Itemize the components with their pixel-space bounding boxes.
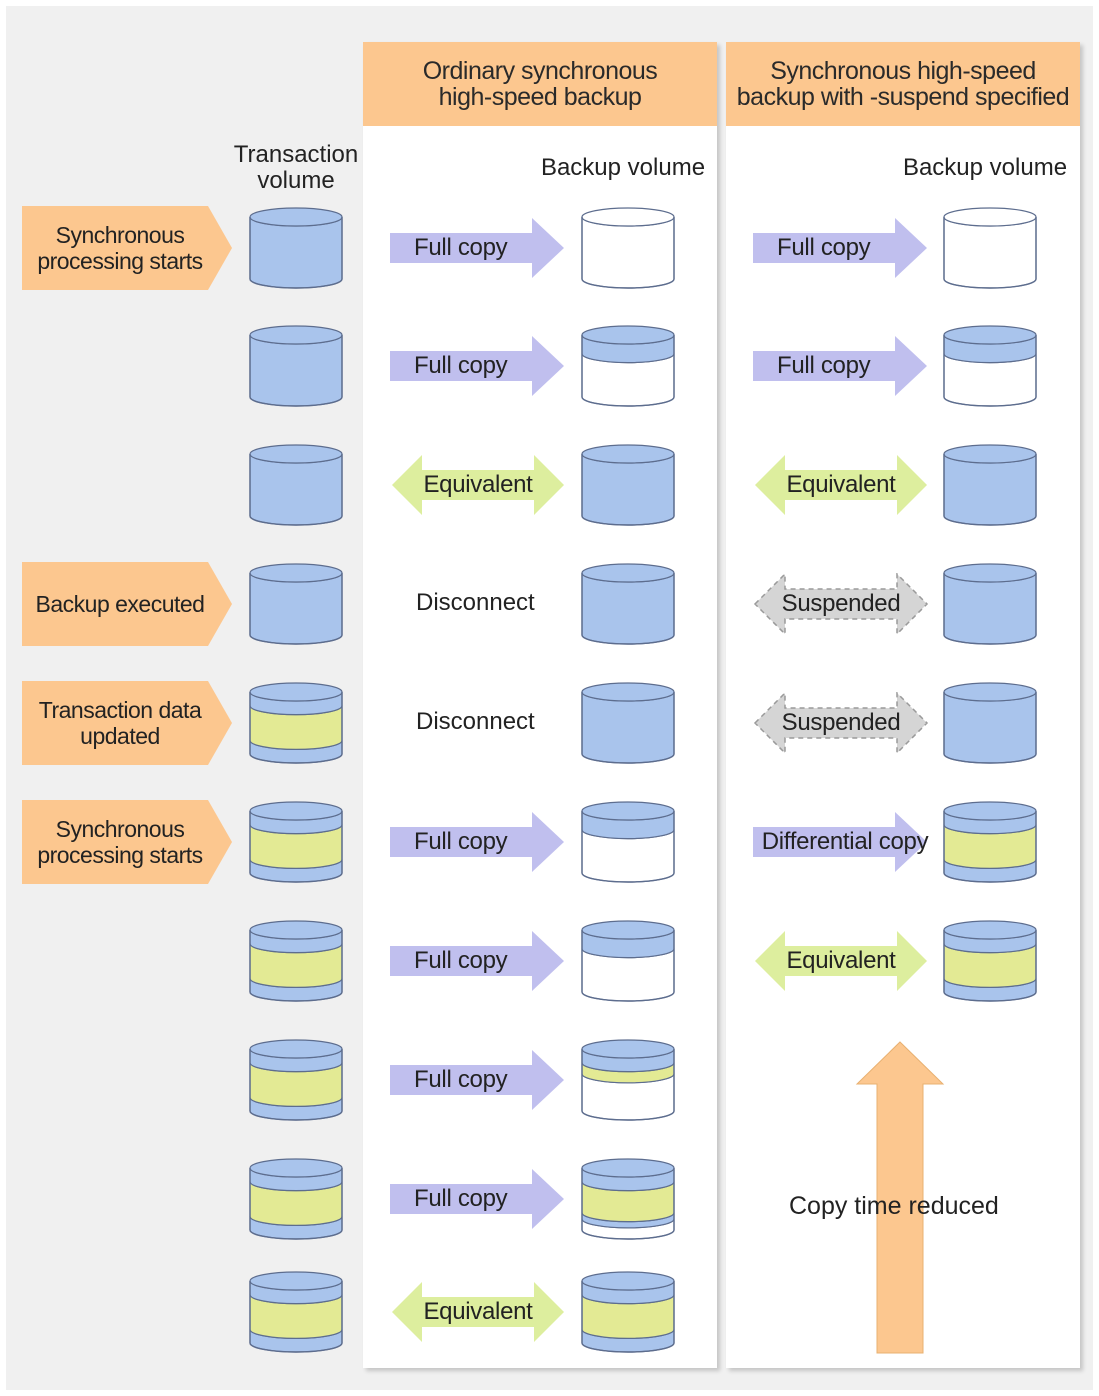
transaction-volume-8 (249, 1038, 343, 1127)
ordinary-column-title: Ordinary synchronous high-speed backup (363, 42, 717, 126)
suspend-suspended-label-5: Suspended (781, 709, 901, 736)
transaction-volume-1 (249, 206, 343, 295)
transaction-volume-7 (249, 919, 343, 1008)
ordinary-disconnect-label-5: Disconnect (416, 708, 535, 735)
ordinary-full-copy-label-6: Full copy (414, 828, 508, 855)
ordinary-backup-volume-6 (581, 800, 675, 889)
ordinary-full-copy-label-2: Full copy (414, 352, 508, 379)
copy-time-reduced-label: Copy time reduced (789, 1192, 999, 1220)
ordinary-full-copy-label-7: Full copy (414, 947, 508, 974)
suspend-backup-volume-4 (943, 562, 1037, 651)
transaction-volume-10 (249, 1270, 343, 1359)
transaction-volume-9 (249, 1157, 343, 1246)
transaction-volume-5 (249, 681, 343, 770)
transaction-volume-4 (249, 562, 343, 651)
ordinary-backup-volume-9 (581, 1157, 675, 1246)
ordinary-backup-volume-10 (581, 1270, 675, 1359)
ordinary-backup-volume-3 (581, 443, 675, 532)
ordinary-equivalent-label-3: Equivalent (423, 471, 533, 498)
suspend-backup-volume-5 (943, 681, 1037, 770)
transaction-volume-6 (249, 800, 343, 889)
ordinary-backup-volume-label: Backup volume (540, 154, 706, 181)
ordinary-full-copy-label-9: Full copy (414, 1185, 508, 1212)
ordinary-equivalent-label-10: Equivalent (423, 1298, 533, 1325)
suspend-backup-volume-6 (943, 800, 1037, 889)
transaction-volume-3 (249, 443, 343, 532)
suspend-equivalent-label-7: Equivalent (786, 947, 896, 974)
ordinary-backup-volume-4 (581, 562, 675, 651)
suspend-full-copy-label-2: Full copy (777, 352, 871, 379)
suspend-equivalent-label-3: Equivalent (786, 471, 896, 498)
suspend-column-title: Synchronous high-speed backup with -susp… (726, 42, 1080, 126)
ordinary-full-copy-label-8: Full copy (414, 1066, 508, 1093)
transaction-volume-label: Transaction volume (233, 141, 359, 194)
suspend-differential-label-6: Differential copy (761, 828, 929, 855)
event-label-text-2: Backup executed (35, 591, 205, 617)
ordinary-backup-volume-1 (581, 206, 675, 295)
suspend-backup-volume-3 (943, 443, 1037, 532)
copy-time-reduced-arrow (855, 1040, 945, 1361)
ordinary-backup-volume-8 (581, 1038, 675, 1127)
ordinary-backup-volume-7 (581, 919, 675, 1008)
event-label-text-4: Synchronous processing starts (37, 816, 203, 868)
ordinary-disconnect-label-4: Disconnect (416, 589, 535, 616)
suspend-full-copy-label-1: Full copy (777, 234, 871, 261)
ordinary-backup-volume-5 (581, 681, 675, 770)
suspend-backup-volume-1 (943, 206, 1037, 295)
suspend-backup-volume-label: Backup volume (902, 154, 1068, 181)
event-label-text-1: Synchronous processing starts (37, 222, 203, 274)
suspend-suspended-label-4: Suspended (781, 590, 901, 617)
suspend-backup-volume-2 (943, 324, 1037, 413)
ordinary-backup-volume-2 (581, 324, 675, 413)
ordinary-full-copy-label-1: Full copy (414, 234, 508, 261)
event-label-text-3: Transaction data updated (38, 697, 202, 749)
suspend-backup-volume-7 (943, 919, 1037, 1008)
transaction-volume-2 (249, 324, 343, 413)
